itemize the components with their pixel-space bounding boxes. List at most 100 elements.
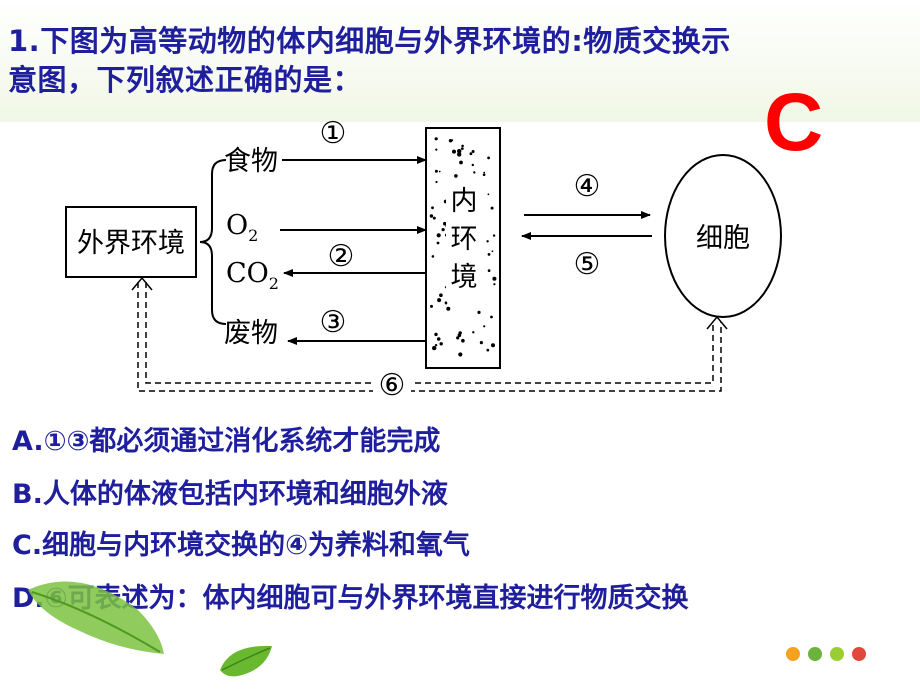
speckle xyxy=(487,156,490,160)
speckle xyxy=(490,315,493,319)
speckle xyxy=(487,253,491,256)
question-line-2: 意图，下列叙述正确的是： xyxy=(8,63,363,97)
speckle xyxy=(436,241,440,245)
speckle xyxy=(491,343,495,348)
speckle xyxy=(430,304,433,308)
dashed-arrowhead-right xyxy=(706,315,728,330)
speckle xyxy=(486,240,489,243)
speckle xyxy=(434,137,438,141)
speckle xyxy=(493,283,496,286)
exchange-diagram: 外界环境 食物 O2 CO2 废物 ① ② ③ 内 环 境 ④ ⑤ 细胞 ⑥ xyxy=(65,116,782,403)
o2-main: O xyxy=(226,210,248,241)
speckle xyxy=(482,173,486,176)
speckle xyxy=(444,222,447,224)
speckle xyxy=(471,150,475,153)
speckle xyxy=(490,206,494,210)
speckle xyxy=(456,336,460,340)
decorative-dots xyxy=(786,646,874,665)
option-c: C.细胞与内环境交换的④为养料和氧气 xyxy=(12,530,470,561)
speckle xyxy=(437,298,442,303)
question-line-1: 1.下图为高等动物的体内细胞与外界环境的:物质交换示 xyxy=(8,24,731,58)
label-5: ⑤ xyxy=(574,247,601,282)
small-leaf-icon xyxy=(220,645,272,677)
speckle xyxy=(483,171,486,174)
speckle xyxy=(452,149,456,154)
label-2: ② xyxy=(328,239,355,274)
speckle xyxy=(479,341,483,345)
speckle xyxy=(458,352,463,357)
dot-red xyxy=(852,647,866,661)
speckle xyxy=(441,228,445,232)
co2-main: CO xyxy=(226,258,269,289)
speckle xyxy=(434,169,438,173)
inner-env-char-2: 环 xyxy=(451,224,478,255)
option-b: B.人体的体液包括内环境和细胞外液 xyxy=(12,479,448,510)
outside-environment-box xyxy=(65,206,197,278)
speckle xyxy=(472,331,475,334)
speckle xyxy=(486,348,490,352)
speckle xyxy=(461,338,465,343)
inner-environment-label-bg xyxy=(446,182,482,292)
o2-label: O2 xyxy=(226,210,258,245)
speckle xyxy=(459,160,463,165)
speckle xyxy=(471,163,474,167)
speckle xyxy=(431,206,434,210)
speckle xyxy=(439,293,443,297)
label-4: ④ xyxy=(574,169,601,204)
answer-letter: C xyxy=(764,77,824,168)
dashed-path-6 xyxy=(137,282,722,392)
speckle xyxy=(438,170,441,173)
o2-subscript: 2 xyxy=(248,226,258,245)
speckle xyxy=(432,216,436,220)
speckle xyxy=(487,269,491,272)
speckle xyxy=(434,332,438,337)
label-6: ⑥ xyxy=(379,368,406,403)
title-background xyxy=(0,0,920,122)
brace xyxy=(199,159,227,325)
food-label: 食物 xyxy=(224,146,278,177)
speckle xyxy=(487,193,490,196)
speckle xyxy=(483,325,486,328)
co2-label: CO2 xyxy=(226,258,279,293)
speckle xyxy=(432,345,437,351)
speckle xyxy=(492,276,497,281)
inner-env-char-3: 境 xyxy=(451,262,478,293)
speckle xyxy=(473,171,476,174)
speckle xyxy=(469,152,473,156)
cell-ellipse xyxy=(664,154,782,318)
speckle xyxy=(454,174,458,178)
waste-label: 废物 xyxy=(224,318,278,349)
speckle xyxy=(491,250,494,253)
label-3: ③ xyxy=(320,305,347,340)
speckle xyxy=(460,147,464,150)
leaf-icon xyxy=(28,581,164,654)
speckle xyxy=(439,342,443,346)
speckle xyxy=(444,301,448,304)
speckle xyxy=(461,144,464,148)
inner-env-char-1: 内 xyxy=(451,186,478,217)
speckle xyxy=(436,337,441,341)
speckle xyxy=(435,148,438,151)
option-a: A.①③都必须通过消化系统才能完成 xyxy=(12,426,441,457)
speckle xyxy=(451,139,454,142)
speckle xyxy=(429,214,434,218)
dot-lime xyxy=(830,647,844,661)
speckle xyxy=(446,306,451,311)
speckle xyxy=(457,333,462,337)
speckle xyxy=(431,255,435,258)
co2-subscript: 2 xyxy=(269,274,279,293)
cell-label: 细胞 xyxy=(696,223,750,254)
label-1: ① xyxy=(320,116,347,151)
dot-orange xyxy=(786,647,800,661)
speckle xyxy=(434,344,438,347)
speckle xyxy=(436,233,441,238)
speckle xyxy=(435,180,438,184)
speckle xyxy=(457,152,462,157)
speckle xyxy=(457,149,462,154)
dot-green xyxy=(808,647,822,661)
outside-environment-label: 外界环境 xyxy=(77,228,185,259)
question-text: 1.下图为高等动物的体内细胞与外界环境的:物质交换示 意图，下列叙述正确的是： xyxy=(8,22,908,100)
dashed-arrowhead-left xyxy=(131,276,153,291)
speckle xyxy=(477,310,481,314)
label-6-bg xyxy=(373,368,411,400)
